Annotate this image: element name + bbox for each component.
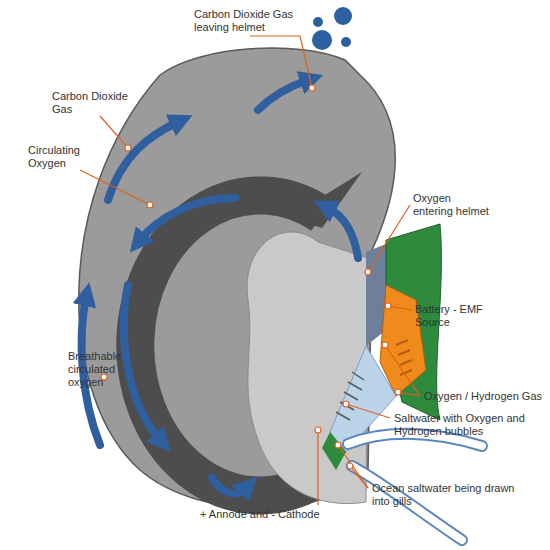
gill-teeth <box>336 372 364 420</box>
callout-label: Carbon Dioxide Gas <box>52 90 142 116</box>
callout-label: Saltwater with Oxygen and Hydrogen bubbl… <box>394 412 544 438</box>
callout-label: Oxygen / Hydrogen Gas <box>424 390 549 403</box>
callout-label: Circulating Oxygen <box>28 144 108 170</box>
callout-label: Battery - EMF Source <box>415 303 510 329</box>
callout-label: Carbon Dioxide Gas leaving helmet <box>194 8 304 34</box>
flow-arrows <box>82 80 358 493</box>
callout-label: Ocean saltwater being drawn into gills <box>372 482 522 508</box>
chamber-teeth <box>396 340 412 375</box>
callout-label: Breathable circulated oxygen <box>68 350 148 389</box>
leader-dots <box>101 85 401 469</box>
leader-lines <box>80 36 420 505</box>
face-opening <box>247 232 368 504</box>
gas-chamber <box>380 285 426 396</box>
callout-label: + Annode and - Cathode <box>200 508 340 521</box>
band-hook <box>288 172 362 228</box>
callout-label: Oxygen entering helmet <box>413 192 493 218</box>
